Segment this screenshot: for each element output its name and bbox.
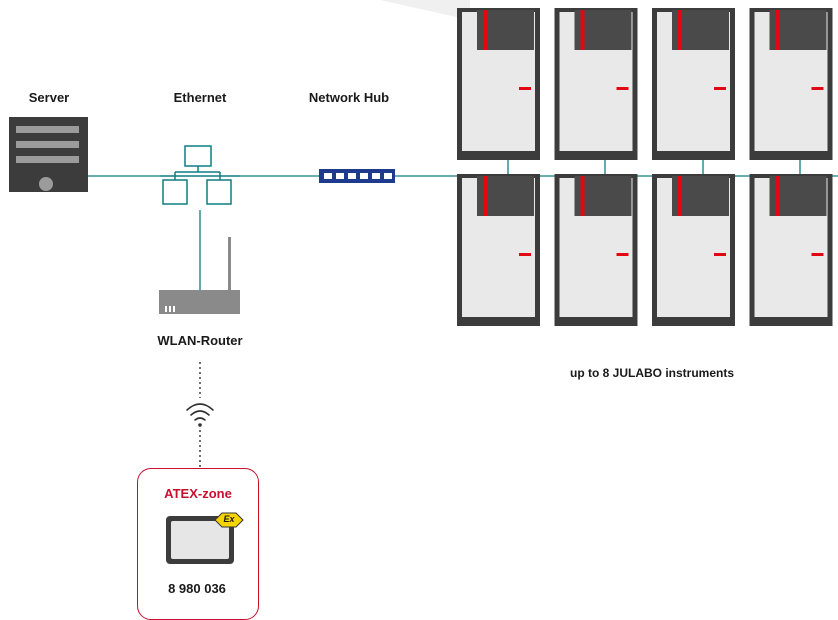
instruments-caption: up to 8 JULABO instruments <box>569 366 735 380</box>
network-hub-label: Network Hub <box>308 90 390 105</box>
julabo-instrument-icon <box>457 174 540 326</box>
julabo-instrument-icon <box>652 8 735 160</box>
wifi-signal-icon <box>186 403 214 427</box>
ex-mark-text: Ex <box>223 514 235 524</box>
julabo-instrument-icon <box>749 8 833 160</box>
wlan-router-icon <box>159 237 240 314</box>
server-label: Server <box>28 90 70 105</box>
server-icon <box>9 117 88 192</box>
julabo-instrument-icon <box>457 8 540 160</box>
atex-ex-warning-icon <box>214 512 244 528</box>
wlan-router-label: WLAN-Router <box>157 333 243 348</box>
device-number: 8 980 036 <box>168 581 226 596</box>
ethernet-label: Ethernet <box>173 90 227 105</box>
network-hub-icon <box>319 169 395 183</box>
julabo-instrument-icon <box>652 174 735 326</box>
julabo-instrument-icon <box>554 174 638 326</box>
julabo-instrument-icon <box>749 174 833 326</box>
tablet-icon <box>166 516 234 564</box>
julabo-instrument-icon <box>554 8 638 160</box>
background-accent <box>380 0 470 20</box>
ethernet-network-icon <box>160 145 240 205</box>
atex-zone-label: ATEX-zone <box>164 486 232 501</box>
instrument-grid <box>457 8 833 326</box>
